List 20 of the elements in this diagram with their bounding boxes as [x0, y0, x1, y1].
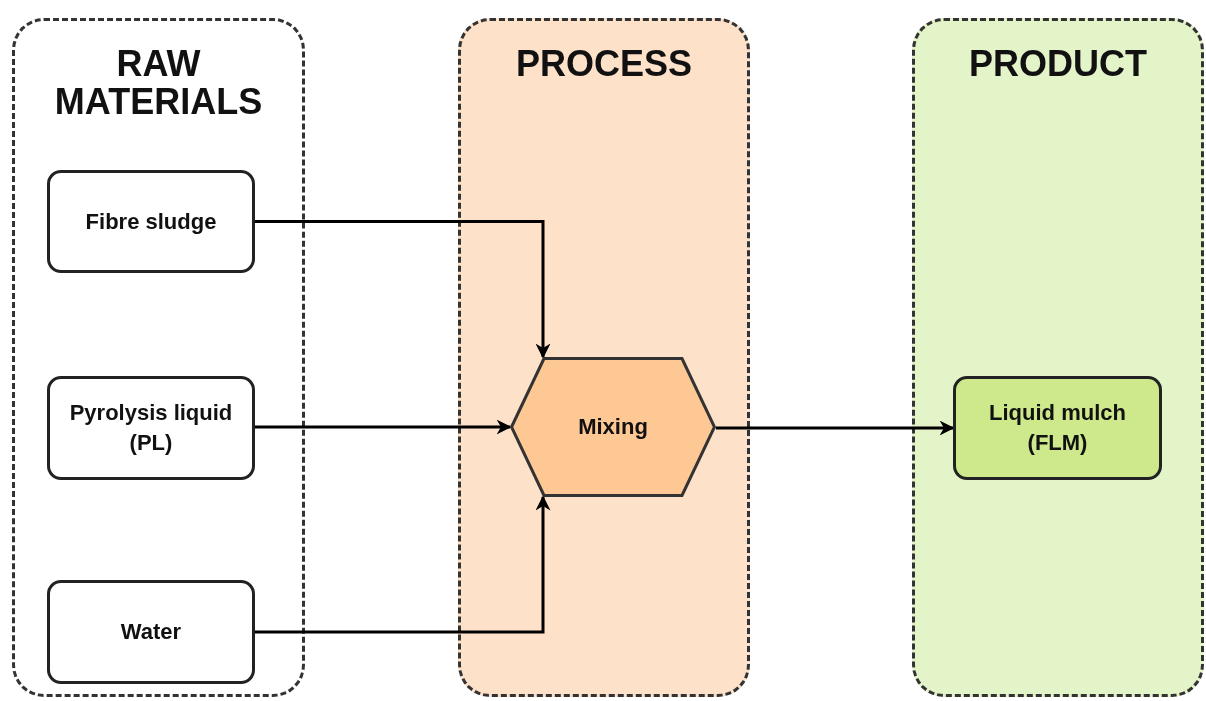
group-panel — [12, 18, 305, 697]
node-label: Water — [119, 618, 183, 647]
arrow — [255, 220, 551, 359]
node-label: Mixing — [577, 413, 649, 442]
input-box — [47, 170, 255, 273]
arrow — [716, 420, 955, 436]
input-box — [47, 580, 255, 684]
panel-heading: RAW MATERIALS — [53, 45, 264, 121]
arrow — [255, 495, 551, 634]
product-box — [953, 376, 1162, 480]
group-panel — [912, 18, 1204, 697]
node-label: Fibre sludge — [84, 207, 218, 236]
input-box — [47, 376, 255, 480]
panel-heading: PROCESS — [514, 45, 693, 83]
process-hexagon — [510, 357, 716, 497]
arrow — [255, 419, 512, 435]
node-label: Liquid mulch (FLM) — [988, 399, 1127, 457]
group-panel — [458, 18, 750, 697]
node-label: Pyrolysis liquid (PL) — [68, 399, 234, 457]
panel-heading: PRODUCT — [968, 45, 1148, 83]
